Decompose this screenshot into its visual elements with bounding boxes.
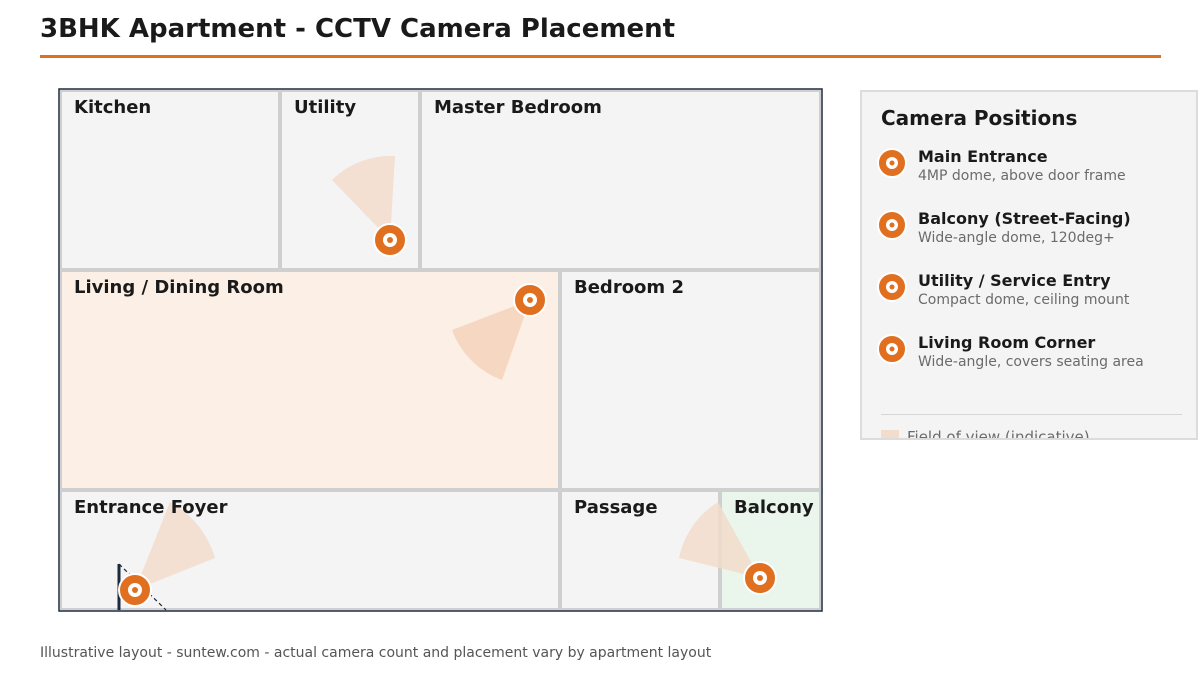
- legend-item-name: Balcony (Street-Facing): [918, 209, 1131, 228]
- legend-item-desc: 4MP dome, above door frame: [918, 168, 1126, 184]
- fov-balcony: [679, 502, 760, 578]
- room-label-balcony: Balcony: [734, 497, 814, 518]
- room-label-master-bedroom: Master Bedroom: [434, 97, 602, 118]
- camera-icon: [877, 148, 907, 178]
- legend-divider: [881, 414, 1182, 415]
- room-label-entrance-foyer: Entrance Foyer: [74, 497, 228, 518]
- room-kitchen: [60, 90, 280, 270]
- camera-icon: [877, 210, 907, 240]
- camera-icon-living: [513, 283, 547, 317]
- door-swing: [118, 563, 167, 611]
- fov-entrance: [135, 502, 215, 590]
- legend-item-living-room: Living Room Corner Wide-angle, covers se…: [876, 333, 1196, 381]
- legend-item-name: Living Room Corner: [918, 333, 1096, 352]
- room-label-utility: Utility: [294, 97, 357, 118]
- camera-icon: [877, 272, 907, 302]
- fov-key-label: Field of view (indicative): [907, 428, 1090, 440]
- fov-swatch: [881, 430, 899, 438]
- legend-item-desc: Wide-angle dome, 120deg+: [918, 230, 1115, 246]
- camera-icon-utility: [373, 223, 407, 257]
- camera-icon: [877, 334, 907, 364]
- legend-item-desc: Wide-angle, covers seating area: [918, 354, 1144, 370]
- legend-item-utility: Utility / Service Entry Compact dome, ce…: [876, 271, 1196, 319]
- legend-item-name: Main Entrance: [918, 147, 1048, 166]
- legend-item-name: Utility / Service Entry: [918, 271, 1111, 290]
- room-label-living-dining: Living / Dining Room: [74, 277, 284, 298]
- fov-living: [452, 300, 530, 380]
- legend-item-desc: Compact dome, ceiling mount: [918, 292, 1130, 308]
- room-bedroom-2: [560, 270, 821, 490]
- room-label-passage: Passage: [574, 497, 658, 518]
- legend-item-balcony: Balcony (Street-Facing) Wide-angle dome,…: [876, 209, 1196, 257]
- page-title: 3BHK Apartment - CCTV Camera Placement: [40, 14, 676, 44]
- room-master-bedroom: [420, 90, 821, 270]
- floor-plan: Kitchen Utility Master Bedroom Living / …: [58, 88, 823, 612]
- room-label-kitchen: Kitchen: [74, 97, 152, 118]
- camera-icon-balcony: [743, 561, 777, 595]
- camera-icon-entrance: [118, 573, 152, 607]
- fov-key: Field of view (indicative): [881, 428, 1181, 440]
- fov-utility: [332, 155, 395, 240]
- legend-title: Camera Positions: [881, 106, 1078, 130]
- floor-plan-drawing: [58, 88, 823, 612]
- title-underline: [40, 55, 1161, 58]
- room-living-dining: [60, 270, 560, 490]
- footnote: Illustrative layout - suntew.com - actua…: [40, 645, 712, 661]
- room-label-bedroom-2: Bedroom 2: [574, 277, 684, 298]
- legend-item-main-entrance: Main Entrance 4MP dome, above door frame: [876, 147, 1196, 195]
- camera-legend: Camera Positions Main Entrance 4MP dome,…: [860, 90, 1198, 440]
